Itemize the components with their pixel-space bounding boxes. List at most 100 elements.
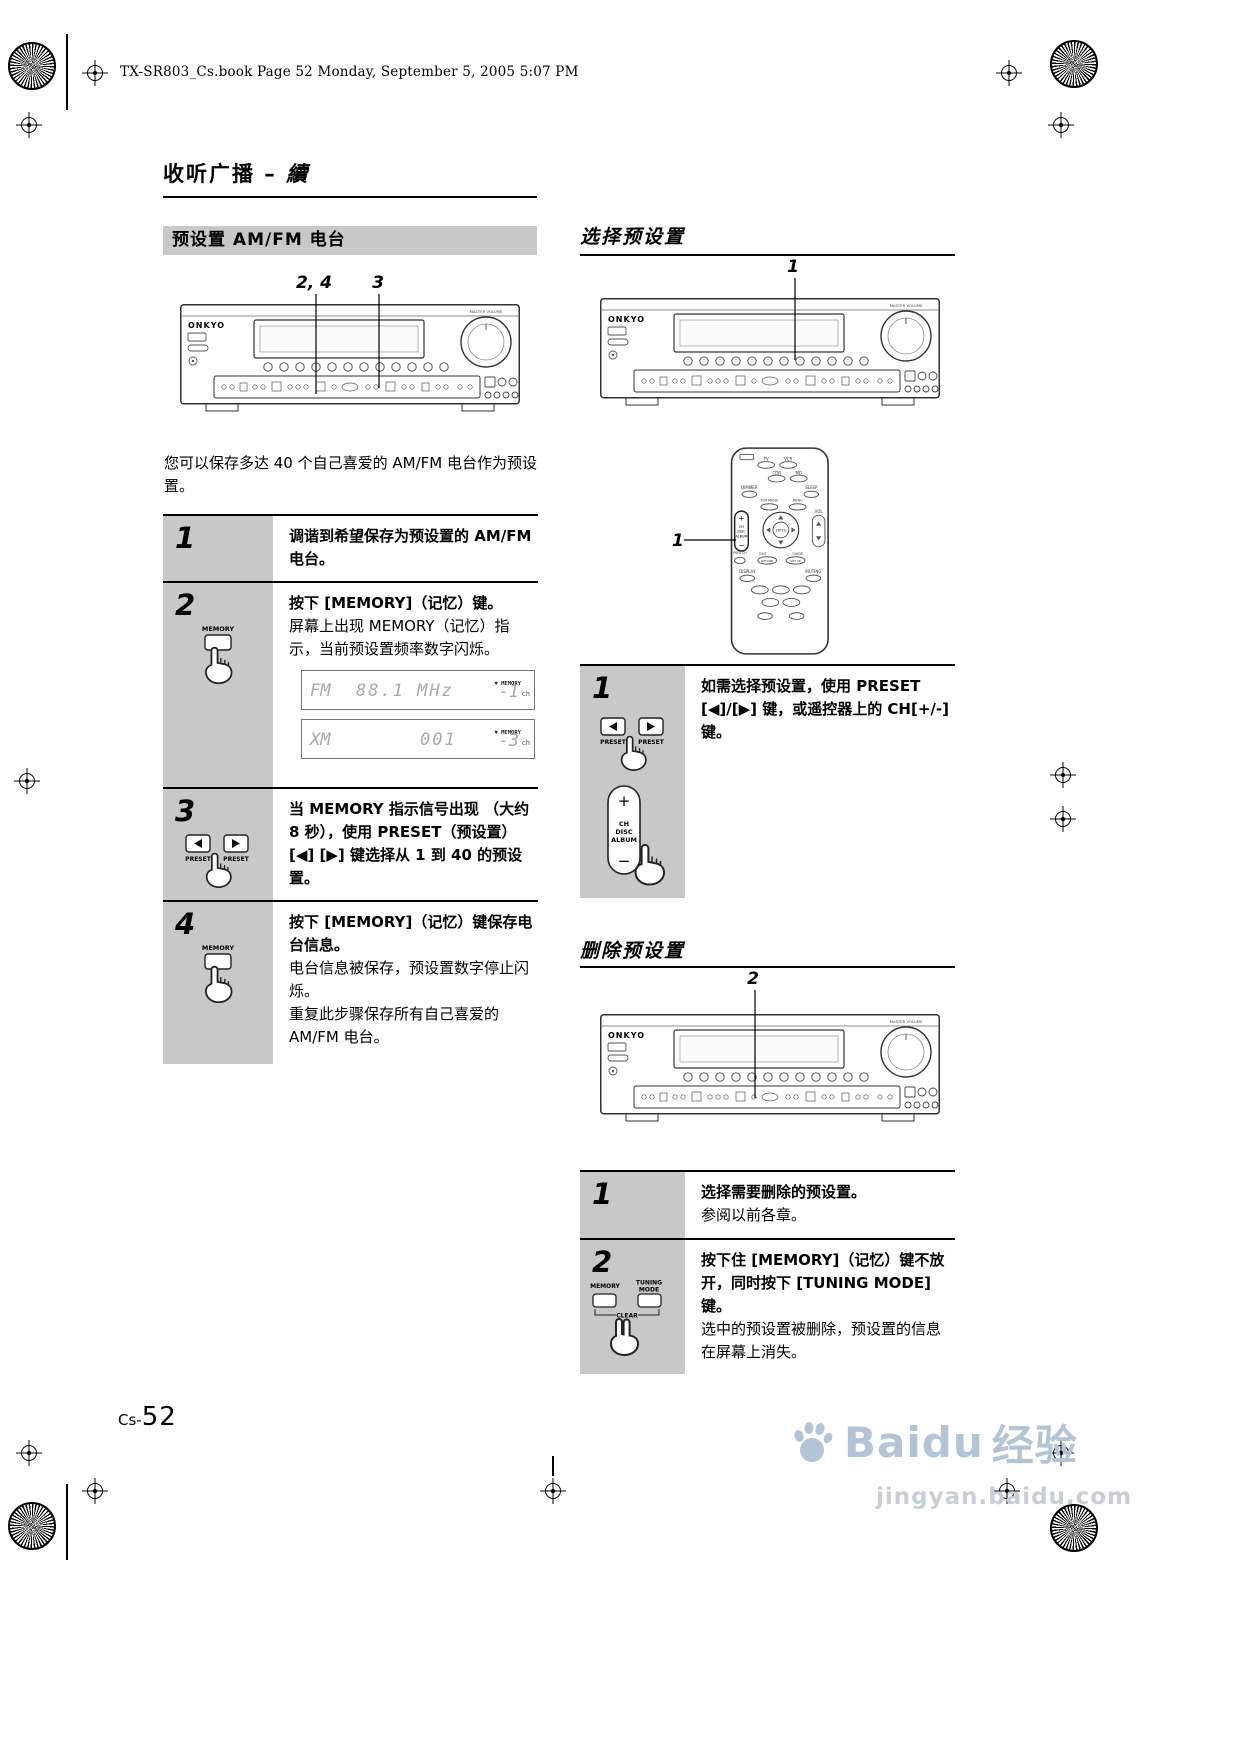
- page-number: Cs-52: [118, 1402, 177, 1432]
- baidu-watermark: Baidu 经验: [790, 1412, 1078, 1473]
- lcd-value: 001: [420, 730, 457, 750]
- registration-mark: [1048, 112, 1074, 138]
- memory-press-icon: [186, 623, 250, 687]
- step-instruction: 按下 [MEMORY]（记忆）键。: [289, 594, 503, 612]
- preset-steps-table: 1 调谐到希望保存为预设置的 AM/FM 电台。 2 按下 [MEMORY]（记…: [163, 514, 538, 1064]
- clear-label: CLEAR: [616, 1313, 638, 1320]
- tuning-label-1: TUNING: [635, 1280, 661, 1287]
- callout-1-receiver: 1: [787, 257, 799, 277]
- registration-mark: [16, 112, 42, 138]
- step-number-cell: 3: [163, 789, 273, 900]
- watermark-brand: Baidu: [844, 1418, 984, 1467]
- receiver-illustration-preset: 2, 4 3: [180, 273, 520, 412]
- preset-buttons-hand-icon: [184, 831, 252, 893]
- ch-rocker-icon: + CH DISC ALBUM −: [606, 785, 665, 886]
- registration-mark: [1050, 762, 1076, 788]
- step-text-cell: 如需选择预设置，使用 PRESET [◀]/[▶] 键，或遥控器上的 CH[+/…: [685, 666, 955, 898]
- step-number-cell: 1 + CH DISC ALBUM −: [580, 666, 685, 898]
- registration-mark: [540, 1478, 566, 1504]
- starburst-mark-bl: [8, 1502, 56, 1550]
- rocker-ch-label: CH: [618, 820, 628, 828]
- step-detail: 屏幕上出现 MEMORY（记忆）指示，当前预设置频率数字闪烁。: [289, 617, 510, 658]
- page-number-value: 52: [141, 1402, 177, 1432]
- memory-label: MEMORY: [590, 1283, 620, 1290]
- step-row-2: 2 MEMORY TUNING MODE CLEAR 按下住 [MEMORY]（…: [580, 1238, 955, 1374]
- step-number-cell: 1: [580, 1172, 685, 1238]
- receiver-illustration-delete: 2: [600, 969, 940, 1122]
- step-number: 4: [175, 907, 196, 941]
- registration-mark: [14, 768, 40, 794]
- receiver-illustration-select: 1: [600, 257, 940, 406]
- step-text-cell: 选择需要删除的预设置。 参阅以前各章。: [685, 1172, 955, 1238]
- step-number-cell: 4: [163, 902, 273, 1064]
- clear-bracket: [594, 1309, 659, 1316]
- step-text-cell: 按下 [MEMORY]（记忆）键保存电台信息。 电台信息被保存，预设置数字停止闪…: [273, 902, 538, 1064]
- lcd-preset-number: -3: [498, 731, 519, 751]
- step-row-3: 3 当 MEMORY 指示信号出现 （大约 8 秒），使用 PRESET（预设置…: [163, 787, 538, 900]
- title-rule: [163, 196, 537, 198]
- registration-mark: [16, 1440, 42, 1466]
- section-heading-delete: 删除预设置: [580, 940, 686, 962]
- step-instruction: 调谐到希望保存为预设置的 AM/FM 电台。: [289, 527, 532, 568]
- step-number: 1: [592, 671, 613, 705]
- lcd-channel-unit: ch: [521, 690, 530, 698]
- step-detail: 电台信息被保存，预设置数字停止闪烁。: [289, 959, 530, 1000]
- page-title-main: 收听广播 –: [163, 162, 287, 186]
- intro-paragraph: 您可以保存多达 40 个自己喜爱的 AM/FM 电台作为预设置。: [164, 454, 537, 495]
- rocker-disc-label: DISC: [615, 828, 632, 836]
- step-number: 1: [592, 1177, 613, 1211]
- step-instruction: 按下住 [MEMORY]（记忆）键不放开，同时按下 [TUNING MODE] …: [701, 1251, 945, 1315]
- step-text-cell: 按下 [MEMORY]（记忆）键。 屏幕上出现 MEMORY（记忆）指示，当前预…: [273, 583, 539, 787]
- step-text-cell: 按下住 [MEMORY]（记忆）键不放开，同时按下 [TUNING MODE] …: [685, 1240, 955, 1374]
- memory-tuning-clear-icon: MEMORY TUNING MODE CLEAR: [590, 1280, 662, 1356]
- lcd-channel-unit: ch: [521, 739, 530, 747]
- section-heading-select: 选择预设置: [580, 226, 686, 248]
- select-steps-table: 1 + CH DISC ALBUM − 如需选择预设置，使用 PRESET [◀…: [580, 664, 955, 898]
- watermark-suffix: 经验: [991, 1421, 1078, 1470]
- crop-line: [66, 34, 68, 110]
- step-number-cell: 2 MEMORY TUNING MODE CLEAR: [580, 1240, 685, 1374]
- lcd-value: 88.1 MHz: [356, 681, 454, 701]
- crop-line: [66, 1484, 68, 1560]
- lcd-memory-indicator: ▼ MEMORY: [494, 681, 522, 687]
- step-number: 2: [175, 588, 196, 622]
- step-row-1: 1 选择需要删除的预设置。 参阅以前各章。: [580, 1170, 955, 1238]
- section-rule: [580, 254, 955, 256]
- step-number: 2: [592, 1245, 613, 1279]
- file-header-text: TX-SR803_Cs.book Page 52 Monday, Septemb…: [120, 64, 579, 80]
- step-row-1: 1 + CH DISC ALBUM − 如需选择预设置，使用 PRESET [◀…: [580, 664, 955, 898]
- delete-steps-table: 1 选择需要删除的预设置。 参阅以前各章。 2 MEMORY TUNING MO…: [580, 1170, 955, 1374]
- callout-2: 2: [747, 969, 759, 989]
- baidu-paw-icon: [794, 1421, 833, 1462]
- memory-press-icon: [186, 942, 250, 1006]
- page-number-prefix: Cs-: [118, 1411, 142, 1429]
- registration-mark: [1050, 806, 1076, 832]
- step-row-1: 1 调谐到希望保存为预设置的 AM/FM 电台。: [163, 514, 538, 581]
- step-detail: 重复此步骤保存所有自己喜爱的 AM/FM 电台。: [289, 1005, 500, 1046]
- callout-1-remote: 1: [672, 531, 684, 551]
- rocker-plus: +: [617, 792, 630, 810]
- callout-2-4: 2, 4: [296, 273, 332, 293]
- page-title: 收听广播 – 續: [163, 158, 309, 188]
- lcd-memory-indicator: ▼ MEMORY: [494, 730, 522, 736]
- crop-line: [552, 1456, 554, 1476]
- registration-mark: [82, 1478, 108, 1504]
- step-number: 1: [175, 521, 196, 555]
- step-number-cell: 2: [163, 583, 273, 787]
- lcd-band: FM: [310, 681, 331, 701]
- step-instruction: 如需选择预设置，使用 PRESET [◀]/[▶] 键，或遥控器上的 CH[+/…: [701, 677, 949, 741]
- lcd-band: XM: [310, 730, 331, 750]
- watermark-url: jingyan.baidu.com: [876, 1484, 1133, 1510]
- starburst-mark-br: [1050, 1504, 1098, 1552]
- step-instruction: 选择需要删除的预设置。: [701, 1183, 867, 1201]
- section-rule: [580, 966, 955, 968]
- step-detail: 选中的预设置被删除，预设置的信息在屏幕上消失。: [701, 1320, 942, 1361]
- step-detail: 参阅以前各章。: [701, 1206, 807, 1224]
- callout-3: 3: [372, 273, 384, 293]
- lcd-display-xm: XM 001 ▼ MEMORY -3 ch: [301, 719, 535, 759]
- step-number-cell: 1: [163, 516, 273, 581]
- rocker-minus: −: [617, 852, 630, 870]
- step-instruction: 按下 [MEMORY]（记忆）键保存电台信息。: [289, 913, 533, 954]
- starburst-mark-tr: [1050, 40, 1098, 88]
